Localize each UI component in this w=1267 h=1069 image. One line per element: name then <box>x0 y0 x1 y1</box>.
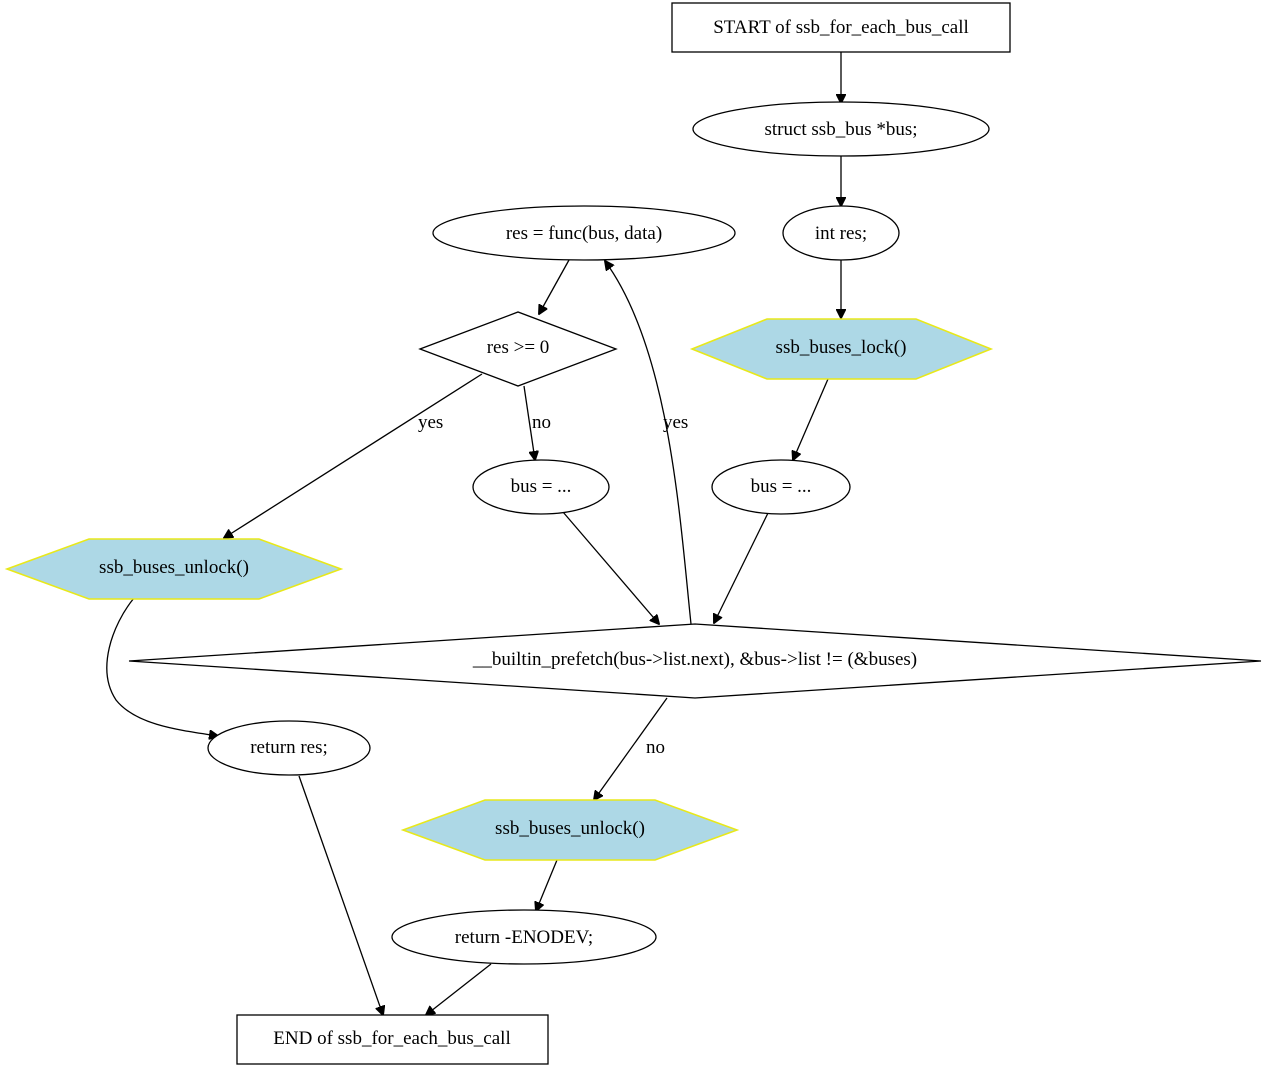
node-return-enodev: return -ENODEV; <box>391 909 657 965</box>
node-return-res-label: return res; <box>250 737 328 758</box>
node-lock: ssb_buses_lock() <box>689 318 994 380</box>
node-bus-init: bus = ... <box>711 459 851 515</box>
node-unlock-yes: ssb_buses_unlock() <box>4 538 344 600</box>
node-bus-init-label: bus = ... <box>751 476 812 497</box>
edge-bus-init-to-loop <box>714 512 769 623</box>
node-res-check-label: res >= 0 <box>487 337 550 358</box>
node-decl-res-label: int res; <box>815 223 867 244</box>
edge-label-loop-yes: yes <box>663 412 688 433</box>
node-decl-res: int res; <box>782 205 900 261</box>
node-lock-label: ssb_buses_lock() <box>776 337 907 358</box>
edge-labels: yes no yes no <box>418 412 688 758</box>
node-res-check: res >= 0 <box>418 311 618 387</box>
node-loop-cond: __builtin_prefetch(bus->list.next), &bus… <box>128 623 1262 699</box>
edge-label-res-check-yes: yes <box>418 412 443 433</box>
edge-label-loop-no: no <box>646 737 665 758</box>
node-return-enodev-label: return -ENODEV; <box>455 927 593 948</box>
edges <box>106 52 841 1015</box>
node-res-func-label: res = func(bus, data) <box>506 223 662 244</box>
node-decl-bus: struct ssb_bus *bus; <box>692 101 990 157</box>
node-end-label: END of ssb_for_each_bus_call <box>273 1028 510 1049</box>
node-end: END of ssb_for_each_bus_call <box>236 1014 549 1065</box>
node-res-func: res = func(bus, data) <box>432 205 736 261</box>
node-return-res: return res; <box>207 720 371 776</box>
edge-res-func-to-res-check <box>539 259 570 314</box>
node-bus-next-label: bus = ... <box>511 476 572 497</box>
edge-res-check-yes-to-unlock <box>224 373 483 538</box>
edge-loop-yes-to-res-func <box>605 261 692 625</box>
node-loop-cond-label: __builtin_prefetch(bus->list.next), &bus… <box>472 649 917 670</box>
node-bus-next: bus = ... <box>472 459 610 515</box>
edge-unlock-to-return-res <box>106 597 218 736</box>
node-start: START of ssb_for_each_bus_call <box>671 2 1011 53</box>
node-unlock-yes-label: ssb_buses_unlock() <box>99 557 249 578</box>
edge-bus-next-to-loop <box>562 511 659 624</box>
edge-unlock-end-to-return-enodev <box>536 859 558 911</box>
edge-label-res-check-no: no <box>532 412 551 433</box>
node-unlock-end: ssb_buses_unlock() <box>400 799 740 861</box>
edge-res-check-no-to-bus-next <box>523 385 535 460</box>
node-start-label: START of ssb_for_each_bus_call <box>713 17 969 38</box>
edge-loop-no-to-unlock-end <box>594 697 668 800</box>
edge-lock-to-bus-init <box>793 378 829 460</box>
edge-return-res-to-end <box>298 775 383 1015</box>
node-unlock-end-label: ssb_buses_unlock() <box>495 818 645 839</box>
edge-return-enodev-to-end <box>426 963 492 1015</box>
node-decl-bus-label: struct ssb_bus *bus; <box>764 119 917 140</box>
